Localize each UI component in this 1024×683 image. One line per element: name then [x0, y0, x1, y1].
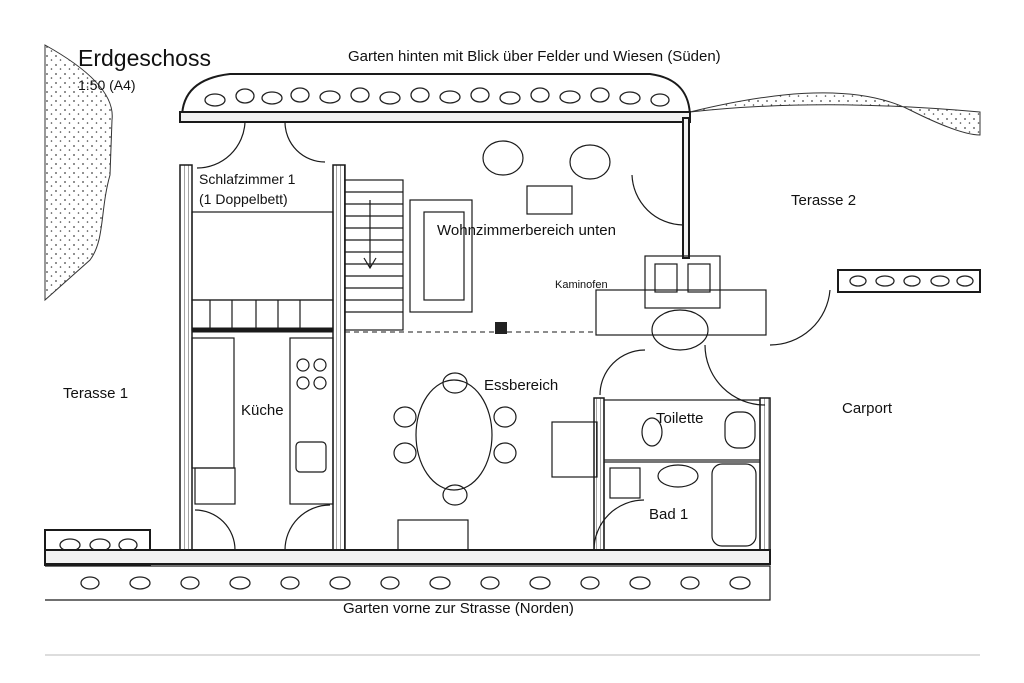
stove-area	[595, 255, 767, 351]
living-furniture	[409, 140, 611, 313]
doors	[194, 121, 831, 551]
bathroom-fixtures	[603, 399, 761, 551]
label-carport: Carport	[842, 400, 893, 417]
label-garden-front: Garten vorne zur Strasse (Norden)	[343, 600, 574, 617]
label-toilet: Toilette	[656, 410, 704, 427]
label-garden-back: Garten hinten mit Blick über Felder und …	[348, 48, 721, 65]
plan-scale: 1:50 (A4)	[78, 77, 136, 93]
kitchen-furniture	[191, 337, 334, 505]
label-terrace2: Terasse 2	[791, 192, 856, 209]
right-planter	[837, 269, 981, 293]
label-bedroom-sub: (1 Doppelbett)	[199, 191, 288, 207]
right-hedge	[689, 92, 981, 136]
outer-walls	[44, 111, 771, 565]
label-terrace1: Terasse 1	[63, 385, 128, 402]
back-garden-bed	[181, 73, 691, 119]
label-kitchen: Küche	[241, 402, 284, 419]
dining-furniture	[393, 372, 598, 551]
plan-title: Erdgeschoss	[78, 45, 211, 71]
zone-divider	[345, 322, 595, 334]
bedroom-furniture	[191, 211, 334, 331]
stairs	[344, 179, 404, 331]
left-hedge	[44, 44, 113, 302]
label-dining: Essbereich	[484, 377, 558, 394]
label-stove: Kaminofen	[555, 279, 608, 291]
label-bedroom: Schlafzimmer 1	[199, 171, 296, 187]
label-bath: Bad 1	[649, 506, 688, 523]
label-living: Wohnzimmerbereich unten	[437, 222, 616, 239]
